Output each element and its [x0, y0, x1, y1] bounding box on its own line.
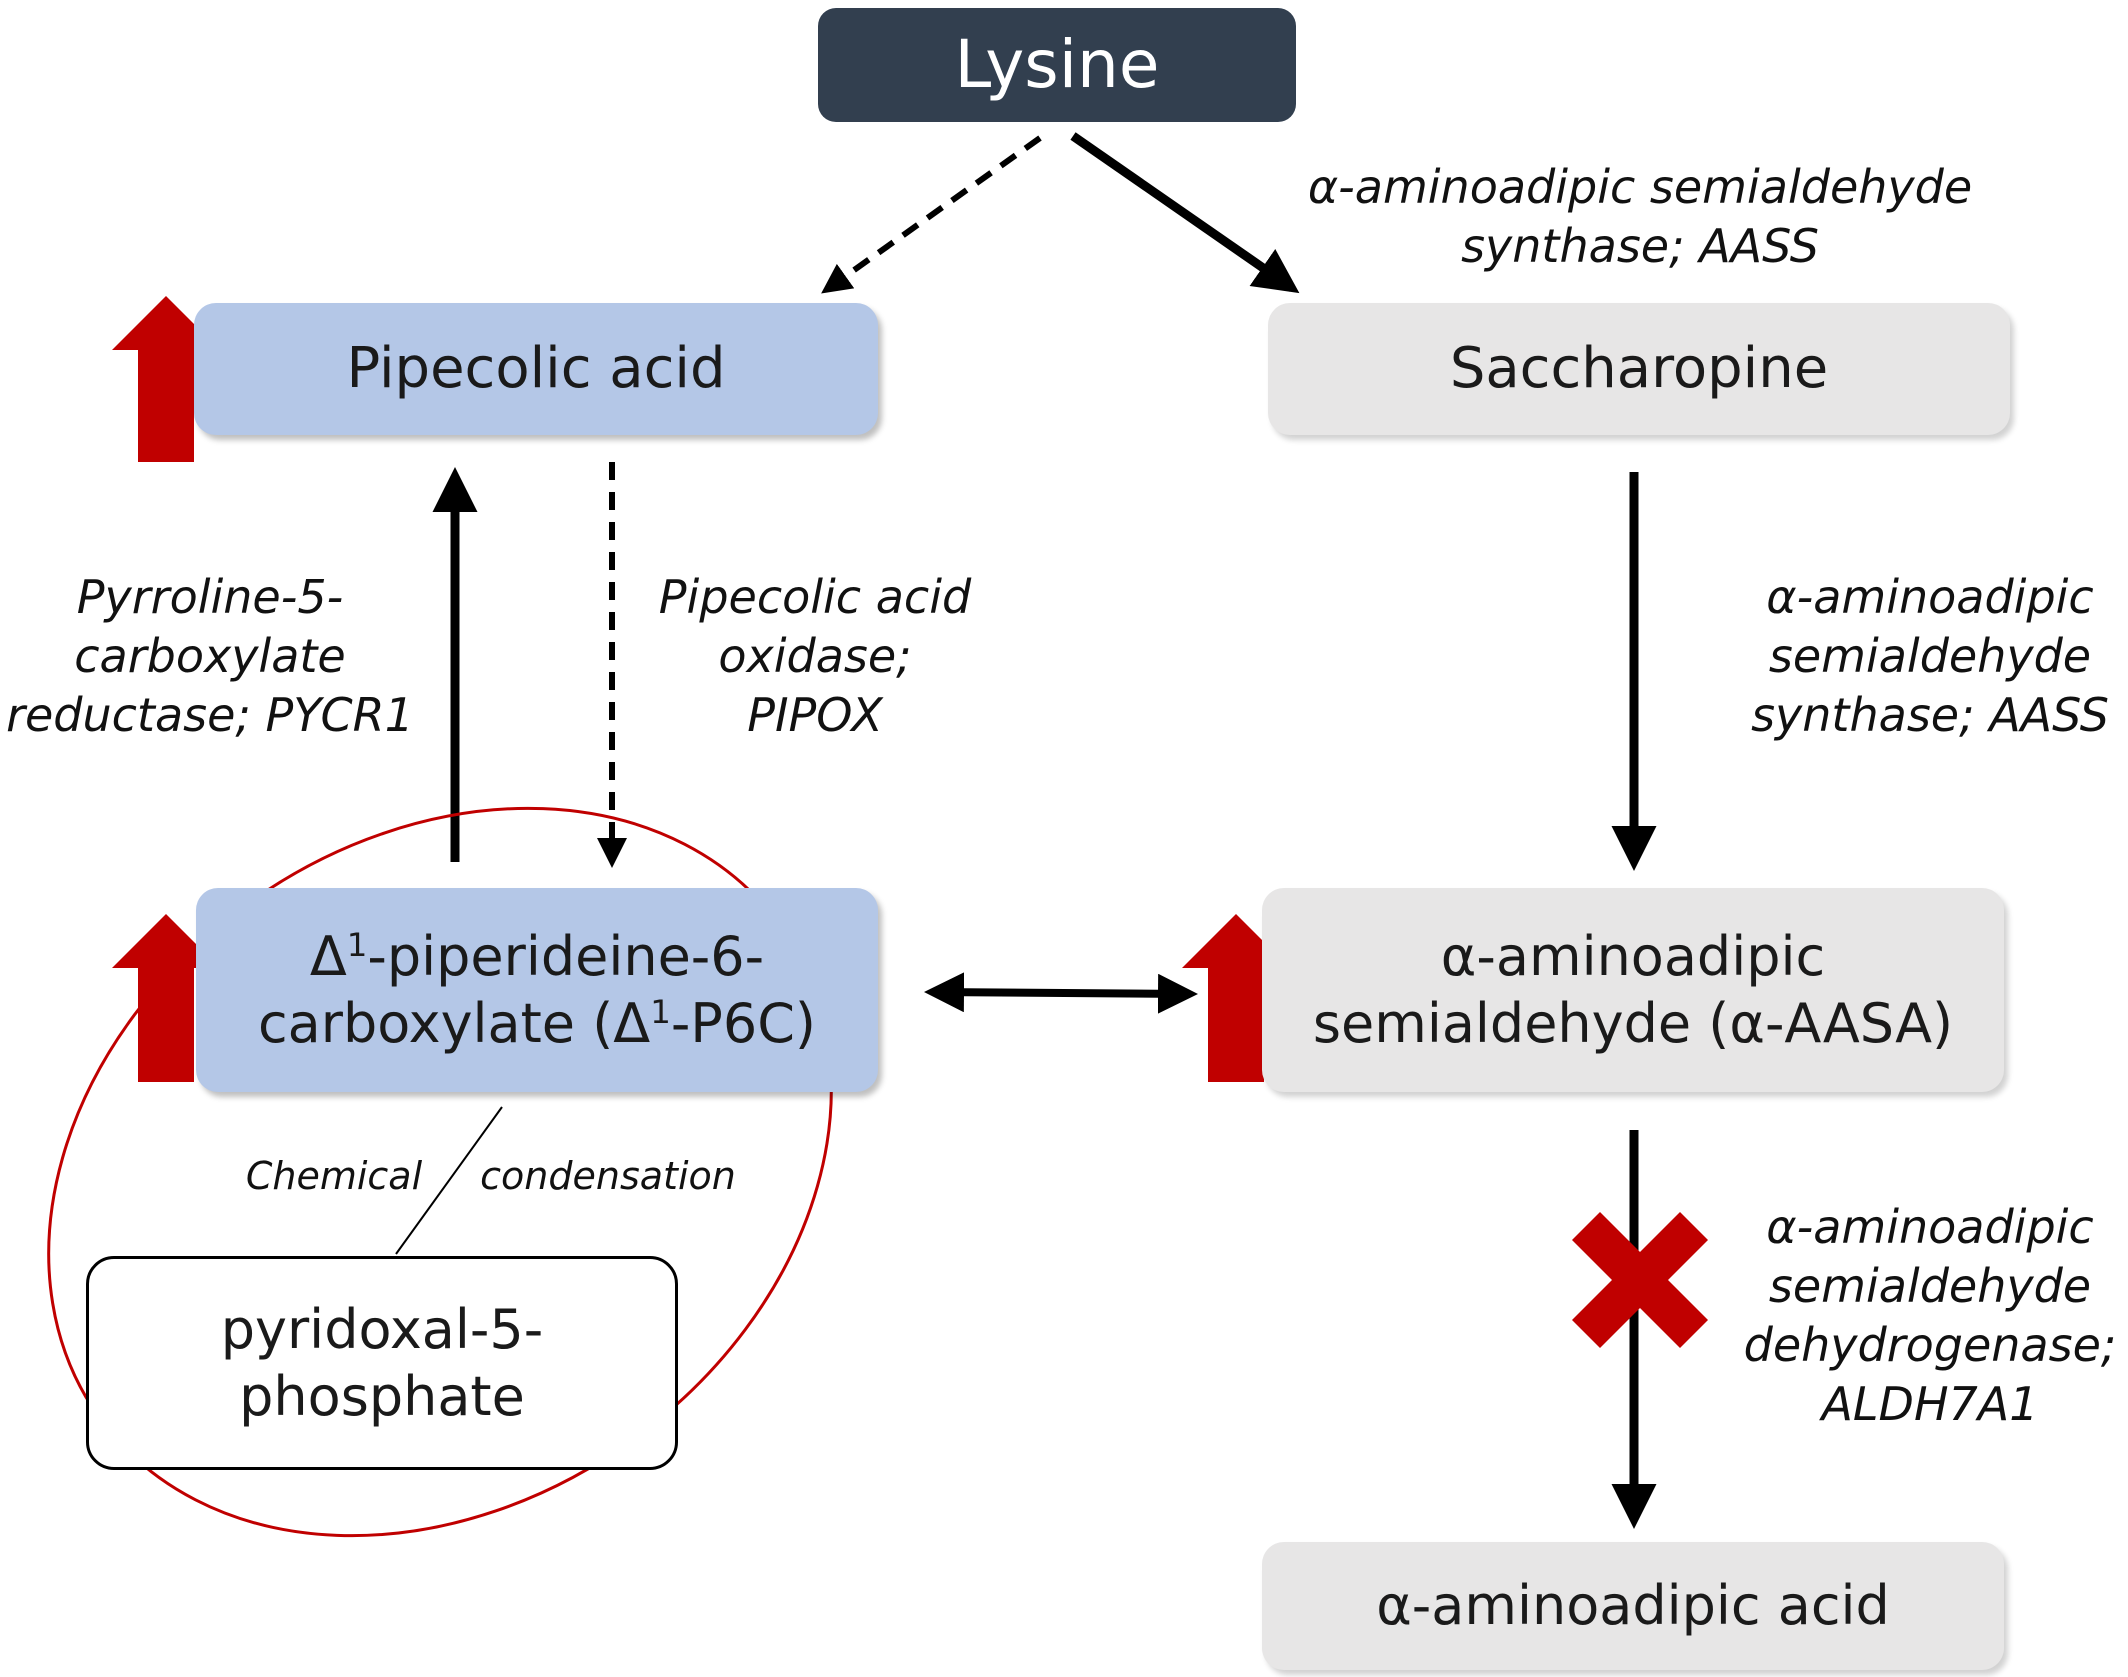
node-pipecolic-acid: Pipecolic acid [194, 303, 878, 435]
node-p6c: Δ1-piperideine-6- carboxylate (Δ1-P6C) [196, 888, 878, 1092]
node-lysine: Lysine [818, 8, 1296, 122]
arrow-lysine-to-saccharopine [1070, 132, 1300, 294]
node-aminoadipic-acid: α-aminoadipic acid [1262, 1542, 2004, 1670]
enzyme-label-aldh7a1: α-aminoadipic semialdehyde dehydrogenase… [1743, 1200, 2117, 1431]
enzyme-label-pipox: Pipecolic acid oxidase; PIPOX [658, 570, 972, 742]
block-cross-icon [1572, 1212, 1708, 1348]
label-chemical: Chemical [245, 1154, 423, 1198]
node-saccharopine: Saccharopine [1268, 303, 2010, 435]
enzyme-label-aass-top: α-aminoadipic semialdehyde synthase; AAS… [1307, 160, 1973, 273]
condensation-connector [395, 1106, 503, 1255]
node-aasa: α-aminoadipic semialdehyde (α-AASA) [1262, 888, 2004, 1092]
enzyme-label-aass-right: α-aminoadipic semialdehyde synthase; AAS… [1751, 570, 2109, 742]
arrow-p6c-aasa-equilibrium [924, 972, 1198, 1014]
arrow-lysine-to-pipecolic [821, 135, 1042, 294]
up-arrow-p6c-icon [112, 914, 220, 1082]
node-pyridoxal-5-phosphate: pyridoxal-5- phosphate [86, 1256, 678, 1470]
enzyme-label-pycr1: Pyrroline-5- carboxylate reductase; PYCR… [6, 570, 414, 742]
up-arrow-pipecolic-icon [112, 296, 220, 462]
label-condensation: condensation [480, 1154, 736, 1198]
